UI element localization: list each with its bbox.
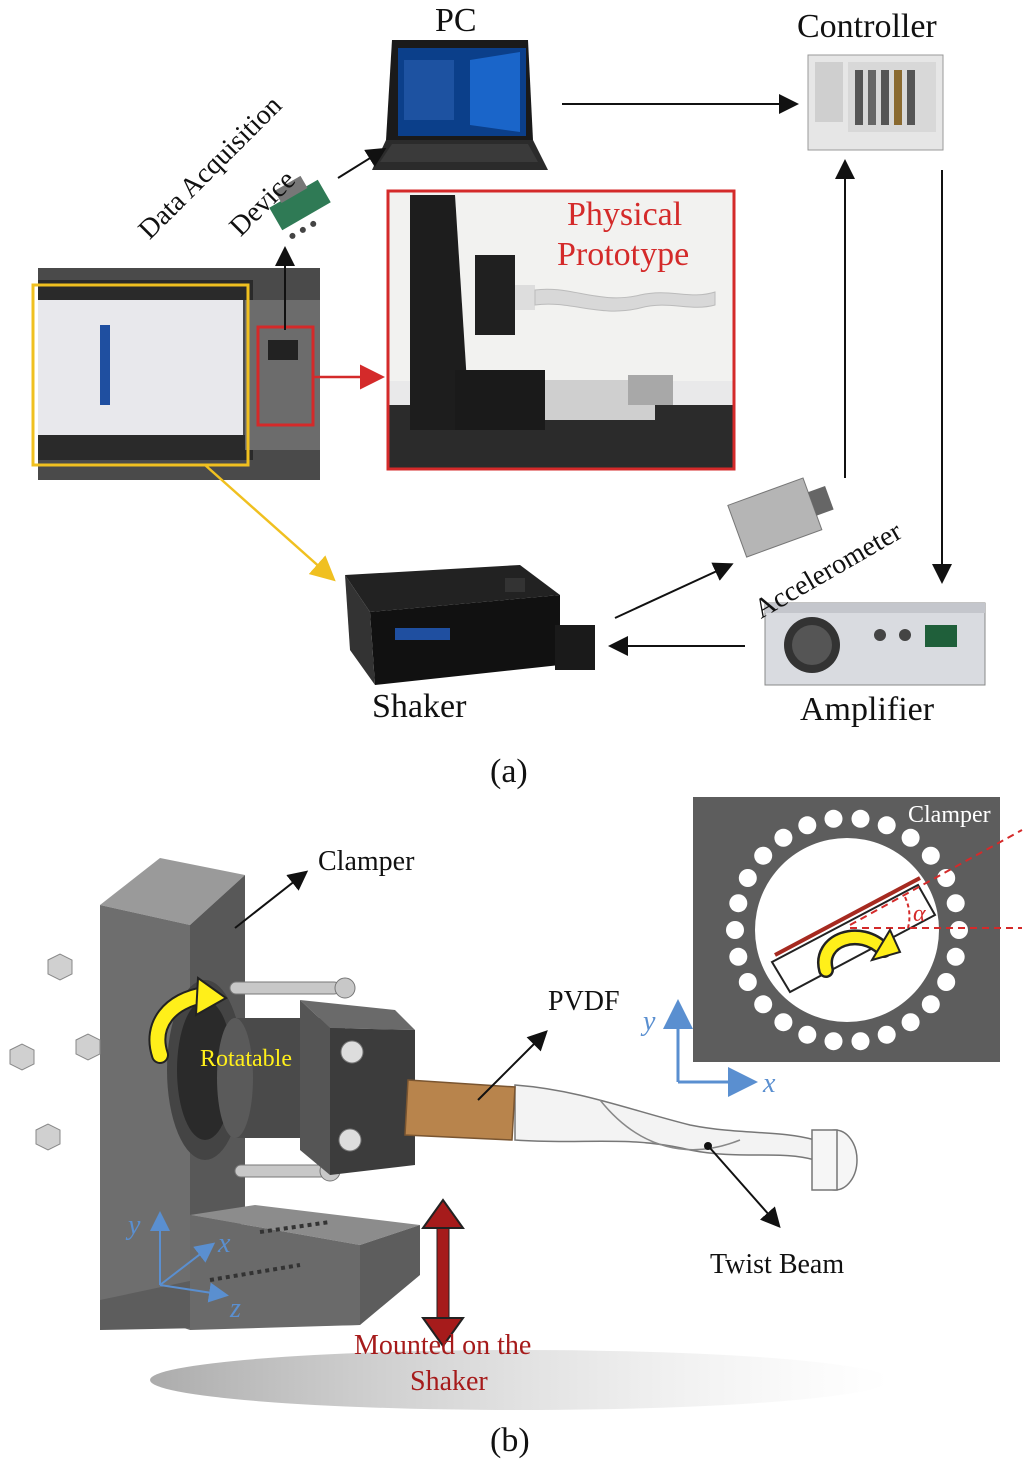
clamper-axes xyxy=(150,1211,229,1303)
amplifier-image xyxy=(764,602,986,686)
inset-alpha-label: α xyxy=(913,901,926,927)
inset-hole xyxy=(824,809,843,828)
caption-b: (b) xyxy=(490,1422,530,1459)
accelerometer-image xyxy=(727,477,834,558)
rotatable-label: Rotatable xyxy=(200,1046,292,1072)
inset-hole xyxy=(798,1025,817,1044)
inset-hole xyxy=(798,816,817,835)
inset-hole xyxy=(901,1013,920,1032)
shadow xyxy=(150,1350,890,1410)
axis-x-label: x xyxy=(218,1228,231,1259)
amplifier-label: Amplifier xyxy=(800,691,935,728)
mounted-label-line2: Shaker xyxy=(410,1366,488,1397)
inset-hole xyxy=(754,846,773,865)
rotate-arrow xyxy=(150,988,212,1062)
inset-hole xyxy=(877,816,896,835)
arrow-shaker-to-accelerometer xyxy=(614,562,734,619)
nuts xyxy=(9,953,101,1151)
shaker-label: Shaker xyxy=(372,688,467,725)
twist-beam-label: Twist Beam xyxy=(710,1249,845,1280)
axis-z-label: z xyxy=(230,1293,241,1324)
physical-prototype-label-line2: Prototype xyxy=(557,236,690,273)
inset-hole xyxy=(851,809,870,828)
inset-beam xyxy=(770,829,1023,994)
arrow-twist-beam-leader xyxy=(709,1147,781,1228)
clamp-block xyxy=(217,1000,415,1175)
inset-holes xyxy=(726,809,968,1051)
daq-device-image xyxy=(269,175,331,239)
pc-label: PC xyxy=(435,2,477,39)
inset-hole xyxy=(729,894,748,913)
axis-y-label: y xyxy=(128,1210,141,1241)
rotate-arrow-head xyxy=(194,976,228,1017)
inset-hole xyxy=(729,947,748,966)
inset-axes xyxy=(663,999,758,1097)
arrow-daq-to-pc xyxy=(337,147,387,179)
controller-label: Controller xyxy=(797,8,937,45)
inset-hole xyxy=(738,973,757,991)
mount-double-arrow xyxy=(421,1198,465,1348)
inset-hole xyxy=(877,1025,896,1044)
inset-hole xyxy=(824,1032,843,1051)
caption-a: (a) xyxy=(490,753,528,790)
physical-prototype-photo xyxy=(386,189,736,471)
inset-hole xyxy=(937,973,956,991)
inset-hole xyxy=(950,921,968,939)
inset-hole xyxy=(754,995,773,1014)
arrow-yellow-to-shaker xyxy=(204,464,336,582)
inset-hole xyxy=(937,869,956,887)
twist-beam-dot xyxy=(704,1142,712,1150)
inset-hole xyxy=(921,995,940,1014)
clamper-label: Clamper xyxy=(318,846,415,877)
inset-hole xyxy=(774,1013,793,1032)
setup-photo xyxy=(31,268,320,480)
inset-hole xyxy=(946,894,965,913)
pvdf-label: PVDF xyxy=(548,986,620,1017)
inset-hole xyxy=(851,1032,870,1051)
mounted-label-line1: Mounted on the xyxy=(354,1330,532,1361)
inset-hole xyxy=(921,846,940,865)
arrow-clamper-leader xyxy=(234,870,309,929)
controller-image xyxy=(807,54,944,151)
inset-axis-y-label: y xyxy=(643,1006,656,1037)
physical-prototype-label-line1: Physical xyxy=(567,196,683,233)
inset-hole xyxy=(774,828,793,847)
inset-axis-x-label: x xyxy=(763,1068,776,1099)
inset-hole xyxy=(738,869,757,887)
pvdf-patch xyxy=(404,1079,516,1141)
laptop-image xyxy=(372,40,548,170)
arrow-pvdf-leader xyxy=(477,1030,548,1101)
inset-hole xyxy=(901,828,920,847)
inset-hole xyxy=(946,947,965,966)
shaker-image xyxy=(345,565,595,685)
inset-hole xyxy=(726,921,744,939)
twist-beam xyxy=(514,1084,858,1191)
inset-clamper-label: Clamper xyxy=(908,802,991,828)
